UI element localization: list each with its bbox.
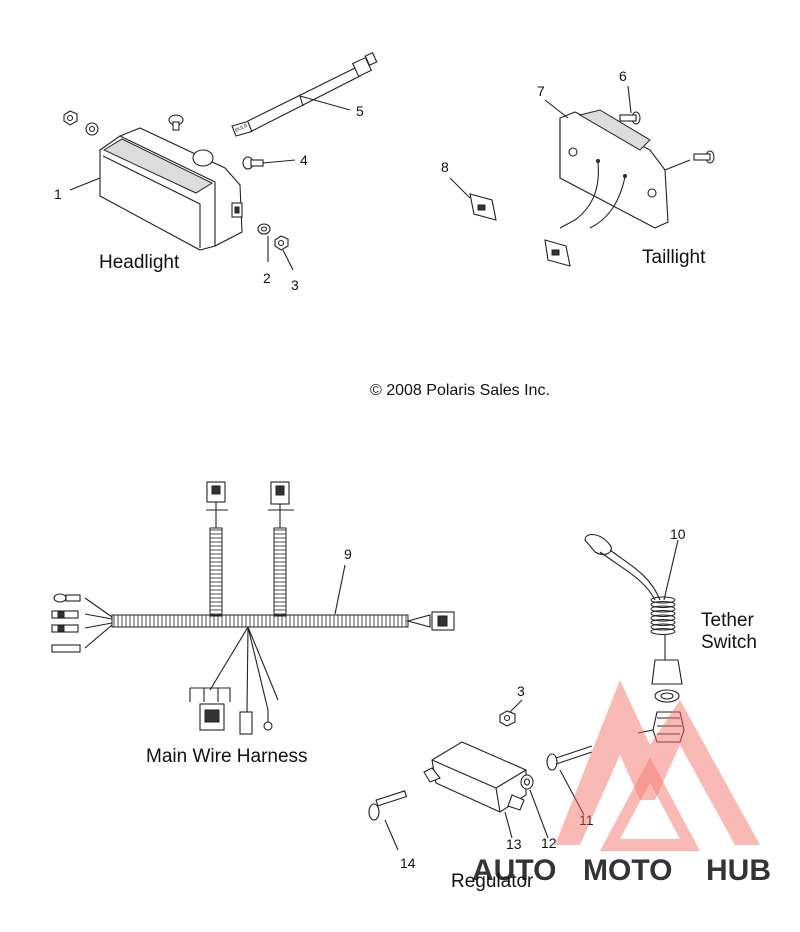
watermark-hub: HUB [706, 854, 771, 887]
tether-label-1: Tether [701, 610, 754, 631]
tether-label-2: Switch [701, 632, 757, 653]
headlight-washer-top [85, 122, 99, 136]
regulator-washer [520, 774, 534, 790]
watermark-moto: MOTO [583, 854, 672, 887]
headlight-washer-bottom [257, 223, 271, 235]
callout-7: 7 [537, 83, 545, 99]
callout-10: 10 [670, 526, 686, 542]
callout-5: 5 [356, 103, 364, 119]
taillight-screw-right [693, 150, 715, 164]
main-wire-harness [51, 481, 455, 735]
tether-switch [584, 534, 685, 743]
headlight-bolt-top [168, 114, 184, 131]
headlight-assembly [99, 127, 243, 251]
rivet-11 [546, 745, 593, 771]
callout-11: 11 [579, 812, 594, 828]
callout-12: 12 [541, 835, 557, 851]
harness-label: Main Wire Harness [146, 746, 308, 767]
regulator [423, 741, 527, 813]
callout-1: 1 [54, 186, 62, 202]
headlight-screw [242, 156, 264, 170]
headlight-nut-top [63, 110, 78, 126]
taillight-assembly [559, 109, 669, 229]
headlight-label: Headlight [99, 252, 180, 273]
taillight-clip-lower [544, 239, 571, 267]
callout-6: 6 [619, 68, 627, 84]
headlight-bulb: BULB [231, 52, 378, 137]
regulator-label: Regulator [451, 871, 534, 892]
bulb-label: BULB [234, 122, 249, 133]
watermark-logo: AUTO MOTO HUB [472, 680, 771, 887]
headlight-nut-bottom [274, 235, 289, 251]
callout-3-regulator: 3 [517, 683, 525, 699]
callout-9: 9 [344, 546, 352, 562]
callout-3: 3 [291, 277, 299, 293]
taillight-screw-top [619, 111, 641, 125]
watermark-auto: AUTO [472, 854, 556, 887]
regulator-nut [499, 710, 516, 727]
regulator-bolt [368, 790, 408, 821]
taillight-clip-upper [469, 193, 497, 221]
callout-4: 4 [300, 152, 308, 168]
callout-13: 13 [506, 836, 522, 852]
callout-14: 14 [400, 855, 416, 871]
callout-2: 2 [263, 270, 271, 286]
taillight-label: Taillight [642, 247, 706, 268]
copyright-text: © 2008 Polaris Sales Inc. [370, 382, 550, 399]
callout-8: 8 [441, 159, 449, 175]
